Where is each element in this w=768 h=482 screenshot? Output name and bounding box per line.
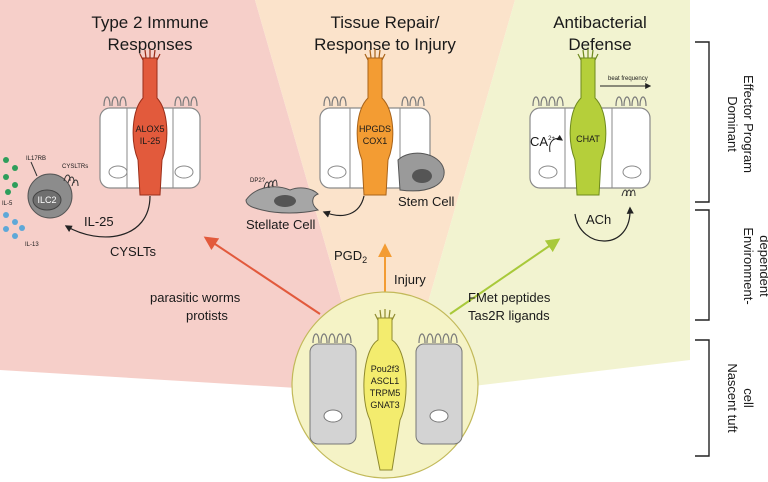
il17rb-label: IL17RB [26,156,46,162]
lower-right-wedge [440,360,690,482]
type2-marker-il25: IL-25 [140,136,161,146]
il25-label: IL-25 [84,214,114,229]
repair-marker-cox1: COX1 [363,136,388,146]
il5-dots [3,157,18,195]
arrow-to-type2 [203,236,321,315]
nascent-marker-trpm5: TRPM5 [370,388,401,398]
type2-marker-alox5: ALOX5 [135,124,164,134]
side-brackets [695,41,710,457]
type2-signal-arrow [64,195,151,238]
ach-label: ACh [586,212,611,227]
antibacterial-tuft-microvilli [577,49,599,61]
antibacterial-title-line2: Defense [568,35,631,54]
nascent-marker-gnat3: GNAT3 [370,400,399,410]
antibacterial-background [400,0,690,400]
stimulus-parasitic-worms: parasitic worms [150,290,241,305]
type2-tuft-cell [132,57,168,196]
stimulus-protists: protists [186,308,228,323]
type2-background [0,0,370,400]
ilc2-label: ILC2 [37,195,56,205]
antibacterial-title-line1: Antibacterial [553,13,647,32]
nascent-marker-ascl1: ASCL1 [371,376,400,386]
repair-title-line1: Tissue Repair/ [331,13,440,32]
side-label-nascent-line2: cell [741,388,756,408]
nascent-epithelium [309,333,463,445]
nascent-tuft-microvilli [374,309,396,321]
lower-left-wedge [0,370,330,482]
stimulus-tas2r-ligands: Tas2R ligands [468,308,550,323]
repair-signal-arrow [322,195,365,218]
cyslts-label: CYSLTs [110,244,156,259]
antibacterial-tuft-cell [569,57,607,196]
stem-cell-nucleus [412,169,432,183]
ach-receptor [621,189,636,197]
repair-tuft-cell [356,57,394,196]
cysltrs-label: CYSLTRs [62,164,88,170]
stimulus-injury: Injury [394,272,426,287]
side-label-dominant-line2: Effector Program [741,75,756,173]
stellate-nucleus [274,195,296,207]
stimulus-fmet-peptides: FMet peptides [468,290,551,305]
ilc2-nucleus [32,189,62,211]
dp2-label: DP2? [250,178,266,184]
type2-title-line2: Responses [107,35,192,54]
stem-cell-label: Stem Cell [398,194,454,209]
calcium-arrow [549,134,563,153]
arrow-to-antibacterial [449,238,561,315]
side-label-dominant-line1: Dominant [725,96,740,152]
il13-label: IL-13 [25,242,39,248]
antibacterial-marker-chat: CHAT [576,134,600,144]
calcium-label: CA2+ [530,134,555,149]
side-label-environment-line1: Environment- [741,227,756,304]
ach-signal-arrow [574,206,634,242]
il5-label: IL-5 [2,201,13,207]
ilc2-receptors [30,161,79,187]
beat-frequency-label: beat frequency [608,76,648,82]
type2-title-line1: Type 2 Immune [91,13,208,32]
repair-marker-hpgds: HPGDS [359,124,391,134]
repair-background [255,0,515,400]
type2-tuft-microvilli [139,49,161,61]
nascent-marker-pou2f3: Pou2f3 [371,364,400,374]
il13-dots [3,212,25,239]
side-label-environment-line2: dependent [757,235,768,297]
stellate-cell-label: Stellate Cell [246,217,315,232]
nascent-tuft-cell [363,317,407,471]
pgd2-label: PGD2 [334,248,367,265]
dp2-receptor [263,179,278,189]
side-label-nascent-line1: Nascent tuft [725,363,740,433]
repair-tuft-microvilli [364,49,386,61]
repair-title-line2: Response to Injury [314,35,456,54]
